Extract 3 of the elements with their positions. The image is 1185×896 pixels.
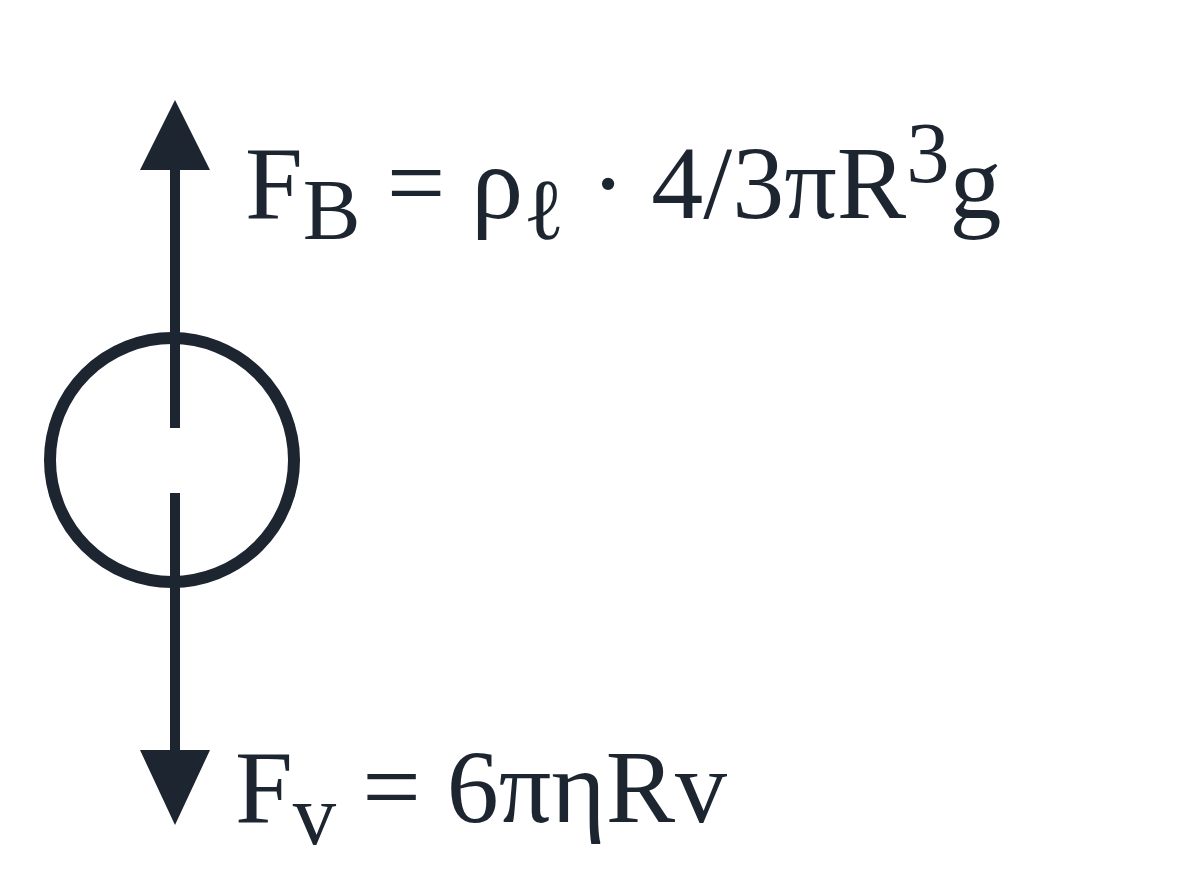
ball-circle [44,332,300,588]
force-formula: F$_{v}$ = 6πηRv [235,735,728,859]
force-formula: F$_{B}$ = ρ$_{ℓ}$ · 4/3πR$^{3}$g [245,110,1002,255]
